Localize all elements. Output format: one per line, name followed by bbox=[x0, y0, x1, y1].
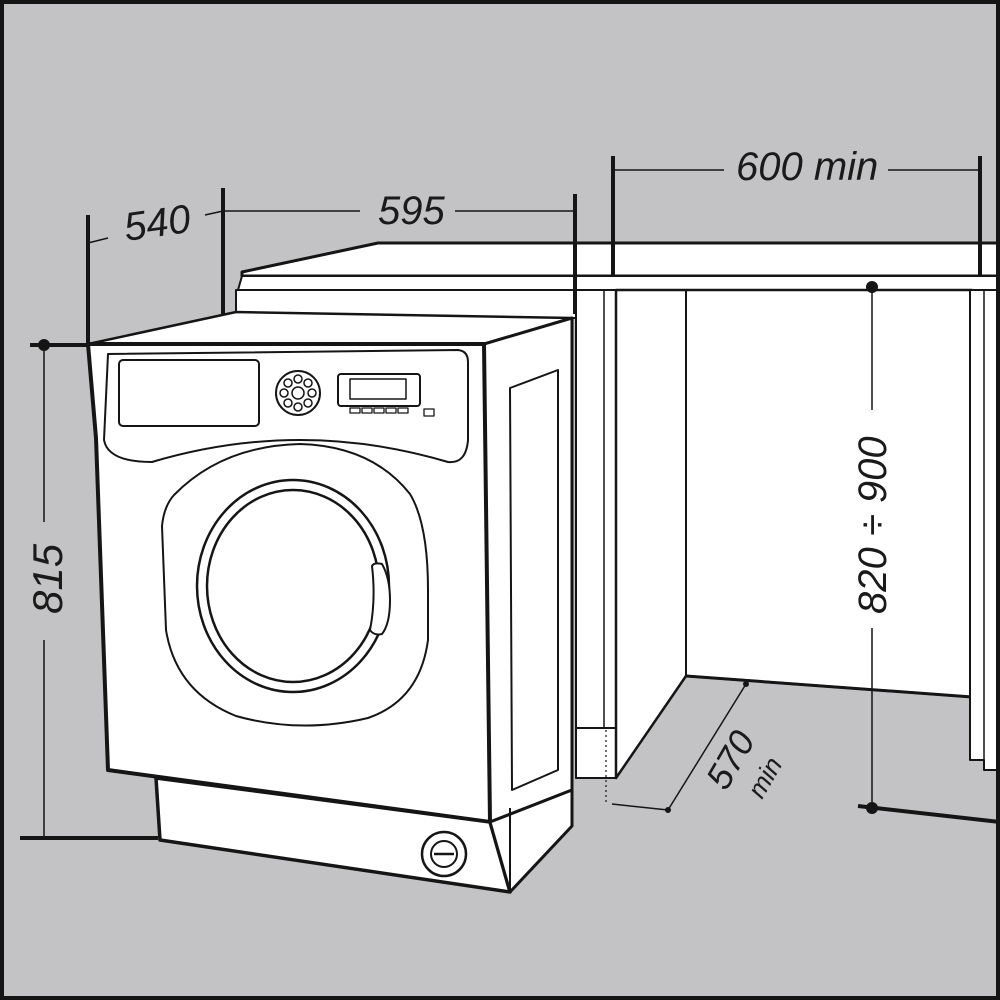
display-screen bbox=[349, 378, 407, 400]
program-knob bbox=[275, 370, 321, 416]
counter-top-dot bbox=[866, 281, 878, 293]
floor-line-right bbox=[857, 804, 1000, 824]
depth-dimension-line-b bbox=[204, 210, 224, 216]
power-button bbox=[423, 408, 435, 417]
knob-center bbox=[291, 386, 305, 400]
depth-label: 540 bbox=[121, 197, 193, 250]
width-label: 595 bbox=[378, 189, 445, 233]
door-handle bbox=[369, 562, 391, 636]
countertop-front-edge bbox=[237, 275, 1000, 291]
counter-height-label: 820 ÷ 900 bbox=[851, 436, 895, 614]
height-label: 815 bbox=[24, 543, 71, 614]
display-panel bbox=[337, 373, 435, 417]
door-glass bbox=[205, 488, 381, 684]
counter-bottom-dot bbox=[866, 802, 878, 814]
height-top-dot bbox=[38, 339, 50, 351]
dimension-lines bbox=[20, 156, 1000, 840]
plinth-left bbox=[575, 727, 617, 779]
drain-filter bbox=[420, 830, 468, 878]
niche-width-label: 600 min bbox=[736, 145, 878, 189]
dimension-labels: 540 595 600 min 815 820 ÷ 900 570 min bbox=[24, 145, 895, 803]
washer-door bbox=[161, 443, 429, 727]
kitchen-cabinetry bbox=[235, 241, 1000, 780]
niche-depth-line bbox=[667, 683, 747, 811]
washer-side-panel bbox=[509, 369, 559, 791]
depth-top-dot bbox=[743, 681, 749, 687]
niche-depth-extension bbox=[611, 803, 669, 811]
washing-machine bbox=[86, 310, 574, 894]
depth-bottom-dot bbox=[665, 807, 671, 813]
detergent-drawer bbox=[118, 359, 260, 427]
niche-floor-edge bbox=[685, 674, 973, 699]
right-cabinet bbox=[969, 289, 1000, 771]
dimension-dots bbox=[38, 281, 878, 814]
depth-dimension-line-a bbox=[87, 237, 109, 244]
countertop-top bbox=[240, 241, 1000, 278]
central-cabinet-panel bbox=[575, 289, 617, 779]
